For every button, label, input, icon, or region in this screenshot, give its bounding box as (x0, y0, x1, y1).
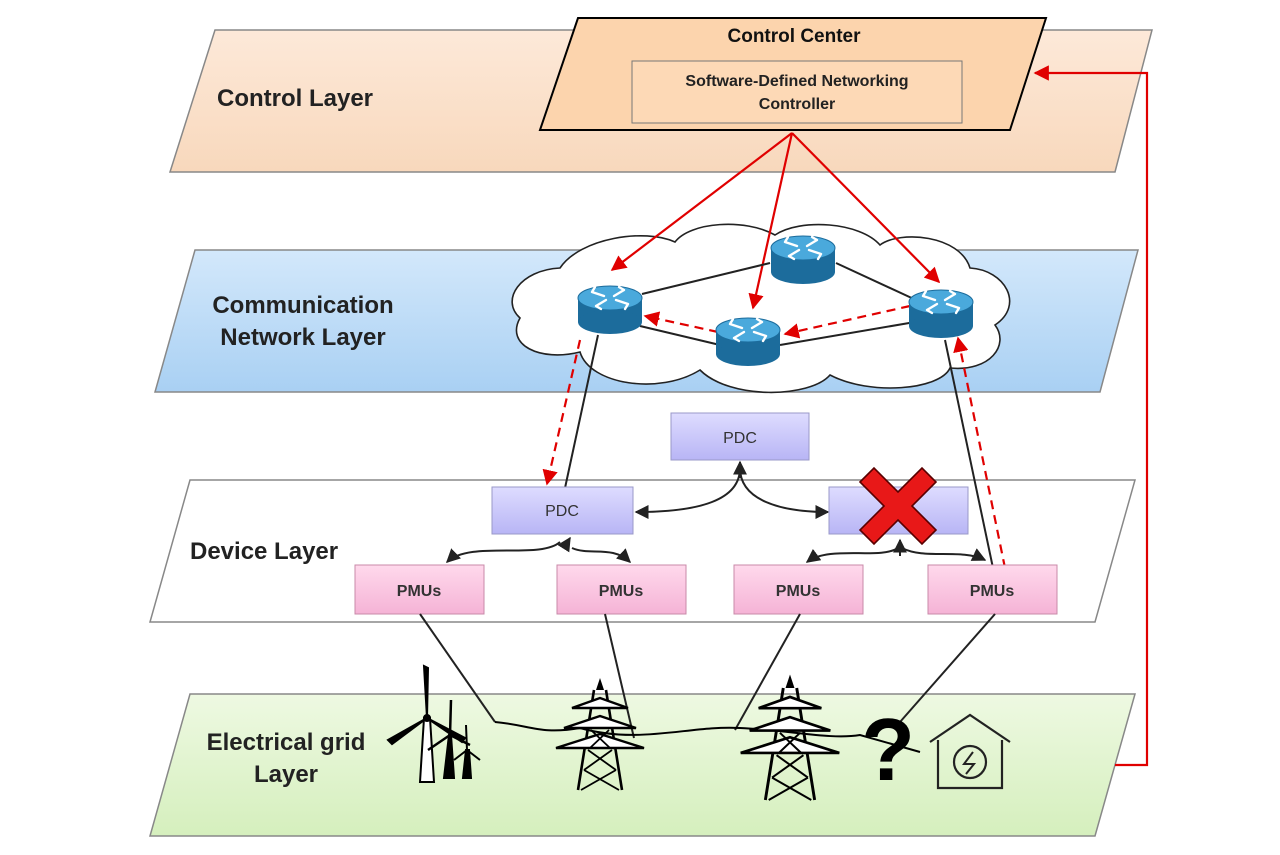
pmu-2: PMUs (556, 564, 687, 615)
control-center: Control Center Software-Defined Networki… (538, 17, 1048, 131)
wind-turbine-icon (386, 664, 481, 783)
pmu-label: PMUs (599, 583, 644, 600)
control-center-title: Control Center (728, 26, 862, 47)
pdc-left: PDC (491, 486, 634, 535)
grid-layer-label-line-1: Electrical grid (207, 729, 366, 756)
pdc-top: PDC (670, 412, 810, 461)
sdn-controller-box (631, 60, 963, 124)
router-icon (769, 234, 837, 286)
pmu-3: PMUs (733, 564, 864, 615)
pmu-1: PMUs (354, 564, 485, 615)
pmu-4: PMUs (927, 564, 1058, 615)
pdc-label: PDC (545, 503, 579, 520)
grid-layer-plane (149, 693, 1136, 837)
control-layer-label: Control Layer (217, 85, 373, 112)
sdn-controller-label-line-2: Controller (759, 96, 835, 113)
router-links (564, 262, 994, 569)
sdn-controller-label-line-1: Software-Defined Networking (685, 73, 908, 90)
router-icon (714, 316, 782, 368)
pdc-label: PDC (723, 430, 757, 447)
unknown-fault-icon: ? (861, 700, 915, 799)
power-line (494, 721, 921, 753)
communication-layer-label-line-1: Communication (212, 292, 393, 319)
pmu-label: PMUs (776, 583, 821, 600)
pmu-to-grid-links (419, 613, 996, 739)
rerouted-data-path (542, 304, 1007, 569)
failure-x-icon (858, 466, 938, 546)
router-icon (907, 288, 975, 340)
device-links (445, 460, 987, 563)
pmu-label: PMUs (970, 583, 1015, 600)
grid-layer-label-line-2: Layer (254, 761, 318, 788)
controller-to-router-arrows (610, 65, 1149, 767)
pmu-label: PMUs (397, 583, 442, 600)
communication-layer-label-line-2: Network Layer (220, 324, 385, 351)
power-station-icon (929, 713, 1011, 790)
router-icon (576, 284, 644, 336)
device-layer-label: Device Layer (190, 538, 338, 565)
